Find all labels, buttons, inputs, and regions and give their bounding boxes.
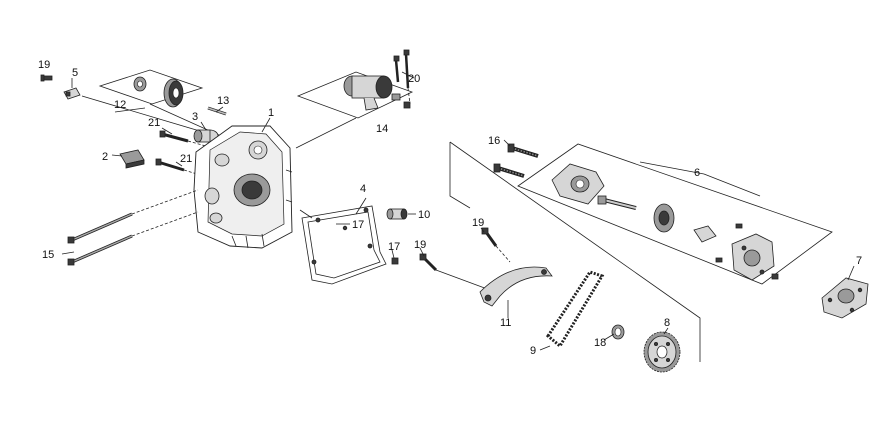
leader-lines [61, 71, 855, 351]
callout-19-guide: 19 [472, 217, 484, 229]
callout-9: 9 [530, 345, 536, 357]
long-bolt-15-lower [67, 234, 133, 266]
callout-5: 5 [72, 67, 78, 79]
screw-19-part [40, 74, 53, 82]
callout-12: 12 [114, 99, 126, 111]
bolt-21-upper [159, 130, 189, 143]
sleeve-10-part [386, 208, 408, 220]
callout-2: 2 [102, 151, 108, 163]
callout-4: 4 [360, 183, 366, 195]
callout-21-lower: 21 [180, 153, 192, 165]
seal-18-part [611, 324, 625, 340]
sprocket-8-part [643, 331, 681, 373]
gasket-4-part [301, 205, 387, 285]
callout-20: 20 [408, 73, 420, 85]
pump-pins [715, 223, 779, 280]
oil-pump-frame-6 [517, 143, 833, 285]
long-bolt-15-upper [67, 212, 133, 244]
callout-19-lower: 19 [414, 239, 426, 251]
callout-13: 13 [217, 95, 229, 107]
bolt-19-guide [481, 227, 498, 247]
callout-1: 1 [268, 107, 274, 119]
callout-17-pin: 17 [388, 241, 400, 253]
callout-7: 7 [856, 255, 862, 267]
crankcase-1-part [193, 125, 293, 249]
pump-shaft-part [597, 195, 637, 210]
callout-15: 15 [42, 249, 54, 261]
clip-2-part [119, 149, 145, 169]
bolt-19-lower [419, 253, 438, 272]
callout-11: 11 [500, 317, 511, 329]
pump-cover-part [551, 163, 605, 205]
pump-rotor-part [653, 203, 675, 233]
bolt-21-lower [155, 158, 185, 172]
callout-18: 18 [594, 337, 606, 349]
bolt-20-pair [393, 49, 411, 109]
callout-14: 14 [376, 123, 388, 135]
callout-21-upper: 21 [148, 117, 160, 129]
cover-7-part [821, 277, 869, 319]
clip-5-part [63, 87, 81, 100]
callout-16: 16 [488, 135, 500, 147]
pump-inner-rotor [693, 225, 717, 243]
pin-17-near-gasket [391, 257, 399, 265]
callout-17-gasket: 17 [352, 219, 364, 231]
pump-body-part [731, 233, 775, 281]
callout-6: 6 [694, 167, 700, 179]
chain-guide-11-part [479, 266, 553, 307]
drive-chain-9 [546, 270, 605, 349]
callout-3: 3 [192, 111, 198, 123]
starter-assembly-14 [296, 71, 414, 119]
callout-8: 8 [664, 317, 670, 329]
bolt-16-pair [493, 143, 539, 178]
callout-19-topleft: 19 [38, 59, 50, 71]
callout-10: 10 [418, 209, 430, 221]
bearing-assembly-12 [98, 69, 204, 108]
